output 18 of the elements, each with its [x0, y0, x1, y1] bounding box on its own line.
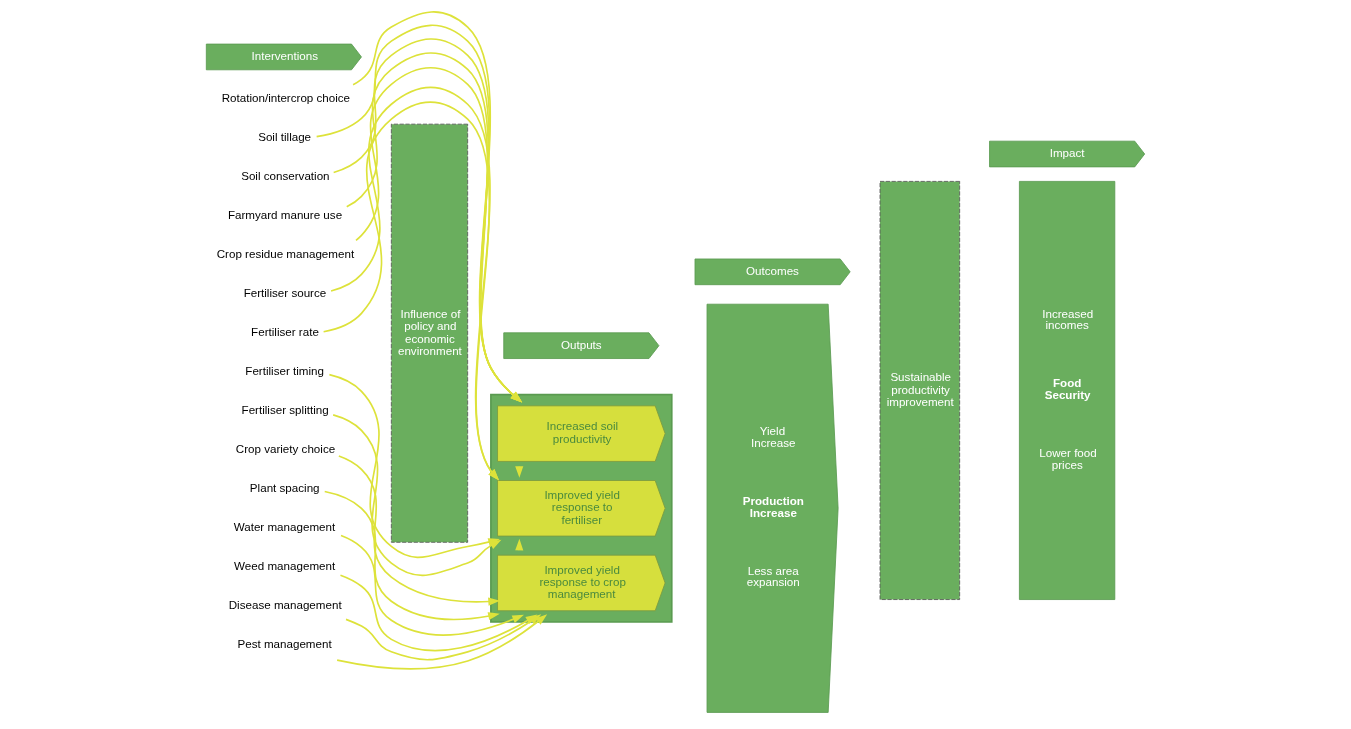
- node-text: Weed management: [234, 559, 336, 573]
- node-text: Fertiliser timing: [245, 364, 325, 378]
- node-text: Pest management: [237, 637, 332, 651]
- node-text: Rotation/intercrop choice: [221, 91, 351, 105]
- node-text: Disease management: [228, 598, 342, 612]
- node-text: Crop variety choice: [235, 442, 336, 456]
- node-text: Fertiliser splitting: [241, 403, 329, 417]
- node-text: Soil tillage: [258, 130, 312, 144]
- node-box: Sustainable productivity improvement: [879, 181, 961, 600]
- node-text: Plant spacing: [249, 481, 320, 495]
- node-box: Increased incomes Food Security Lower food prices: [1019, 181, 1116, 600]
- node-text: Fertiliser rate: [251, 325, 319, 339]
- node-box: Influence of policy and economic environment: [390, 123, 469, 543]
- node-text: Water management: [233, 520, 336, 534]
- node-text: Crop residue management: [216, 247, 355, 261]
- node-text: Soil conservation: [241, 169, 330, 183]
- node-text: Fertiliser source: [243, 286, 327, 300]
- node-text: Farmyard manure use: [227, 208, 343, 222]
